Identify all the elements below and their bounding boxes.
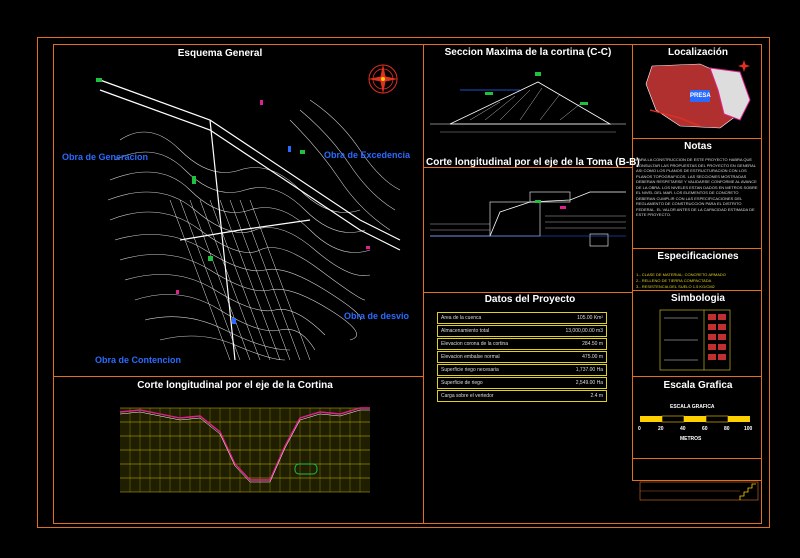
datos-row-label: Elevacion corona de la cortina — [441, 341, 508, 347]
datos-row-value: 13,000,00.00 m3 — [565, 328, 603, 334]
divider-h7 — [632, 376, 762, 377]
notas-title: Notas — [684, 141, 712, 152]
divider-h3 — [423, 292, 632, 293]
label-obra-generacion: Obra de Generacion — [62, 152, 149, 162]
datos-row: Area de la cuenca 105.00 Km² — [437, 312, 607, 324]
datos-row-value: 2,549.00 Ha — [575, 380, 603, 386]
escala-caption: ESCALA GRAFICA — [670, 404, 715, 410]
corte-cortina-profile — [119, 407, 370, 493]
datos-row-value: 475.00 m — [582, 354, 603, 360]
escala-grafica-title: Escala Grafica — [663, 380, 733, 391]
escala-unit: METROS — [680, 436, 702, 442]
datos-row: Carga sobre el vertedor 2.4 m — [437, 390, 607, 402]
localizacion-place-label: PRESA — [690, 93, 711, 99]
datos-row-value: 2.4 m — [590, 393, 603, 399]
datos-row: Superficie riego necesaria 1,737.00 Ha — [437, 364, 607, 376]
datos-row-label: Area de la cuenca — [441, 315, 482, 321]
datos-row-value: 284.50 m — [582, 341, 603, 347]
escala-tick: 60 — [702, 426, 708, 432]
datos-row-label: Carga sobre el vertedor — [441, 393, 494, 399]
escala-tick: 40 — [680, 426, 686, 432]
divider-h9 — [632, 480, 762, 481]
datos-row: Superficie de riego 2,549.00 Ha — [437, 377, 607, 389]
divider-h4 — [632, 138, 762, 139]
datos-row-value: 105.00 Km² — [577, 315, 603, 321]
divider-h6 — [632, 290, 762, 291]
localizacion-title: Localización — [667, 47, 728, 58]
datos-row-value: 1,737.00 Ha — [575, 367, 603, 373]
escala-tick: 20 — [658, 426, 664, 432]
datos-row-label: Elevacion embalse normal — [441, 354, 500, 360]
divider-h8 — [632, 458, 762, 459]
escala-tick: 80 — [724, 426, 730, 432]
localizacion-map — [645, 60, 751, 129]
outer-border — [37, 37, 770, 528]
datos-row: Elevacion embalse normal 475.00 m — [437, 351, 607, 363]
spec-line: 2.- RELLENO DE TIERRA COMPACTADA — [636, 278, 712, 283]
simbologia-legend — [659, 309, 731, 371]
corte-toma-title: Corte longitudinal por el eje de la Toma… — [426, 157, 640, 168]
seccion-maxima-title: Seccion Maxima de la cortina (C-C) — [444, 47, 612, 58]
notas-text: PARA LA CONSTRUCCION DE ESTE PROYECTO HA… — [636, 157, 758, 217]
seccion-maxima-drawing — [430, 72, 626, 133]
title-block — [639, 481, 759, 501]
corte-toma-drawing — [430, 191, 626, 247]
divider-h2 — [423, 167, 632, 168]
label-obra-desvio: Obra de desvio — [344, 311, 410, 321]
simbologia-title: Simbologia — [671, 293, 725, 304]
escala-tick: 100 — [744, 426, 753, 432]
especificaciones-title: Especificaciones — [657, 251, 739, 262]
esquema-general-title: Esquema General — [177, 48, 263, 59]
datos-proyecto-title: Datos del Proyecto — [484, 294, 576, 305]
spec-line: 1.- CLASE DE MATERIAL: CONCRETO ARMADO — [636, 272, 726, 277]
label-obra-contencion: Obra de Contencion — [95, 355, 182, 365]
corte-cortina-title: Corte longitudinal por el eje de la Cort… — [137, 380, 333, 391]
spec-line: 3.- RESISTENCIA DEL SUELO 1.5 KG/CM2 — [636, 284, 715, 289]
north-arrow-icon — [368, 64, 398, 94]
datos-row-label: Almacenamiento total — [441, 328, 490, 334]
datos-row-label: Superficie riego necesaria — [441, 367, 499, 373]
divider-h1 — [53, 376, 423, 377]
label-obra-excedencia: Obra de Excedencia — [324, 150, 411, 160]
divider-v2 — [632, 44, 633, 480]
datos-row-label: Superficie de riego — [441, 380, 483, 386]
escala-tick: 0 — [638, 426, 641, 432]
inner-border — [53, 44, 762, 524]
datos-row: Almacenamiento total 13,000,00.00 m3 — [437, 325, 607, 337]
escala-bar — [640, 415, 750, 423]
datos-row: Elevacion corona de la cortina 284.50 m — [437, 338, 607, 350]
divider-h5 — [632, 248, 762, 249]
site-plan-drawing — [96, 78, 401, 361]
divider-v1 — [423, 44, 424, 524]
